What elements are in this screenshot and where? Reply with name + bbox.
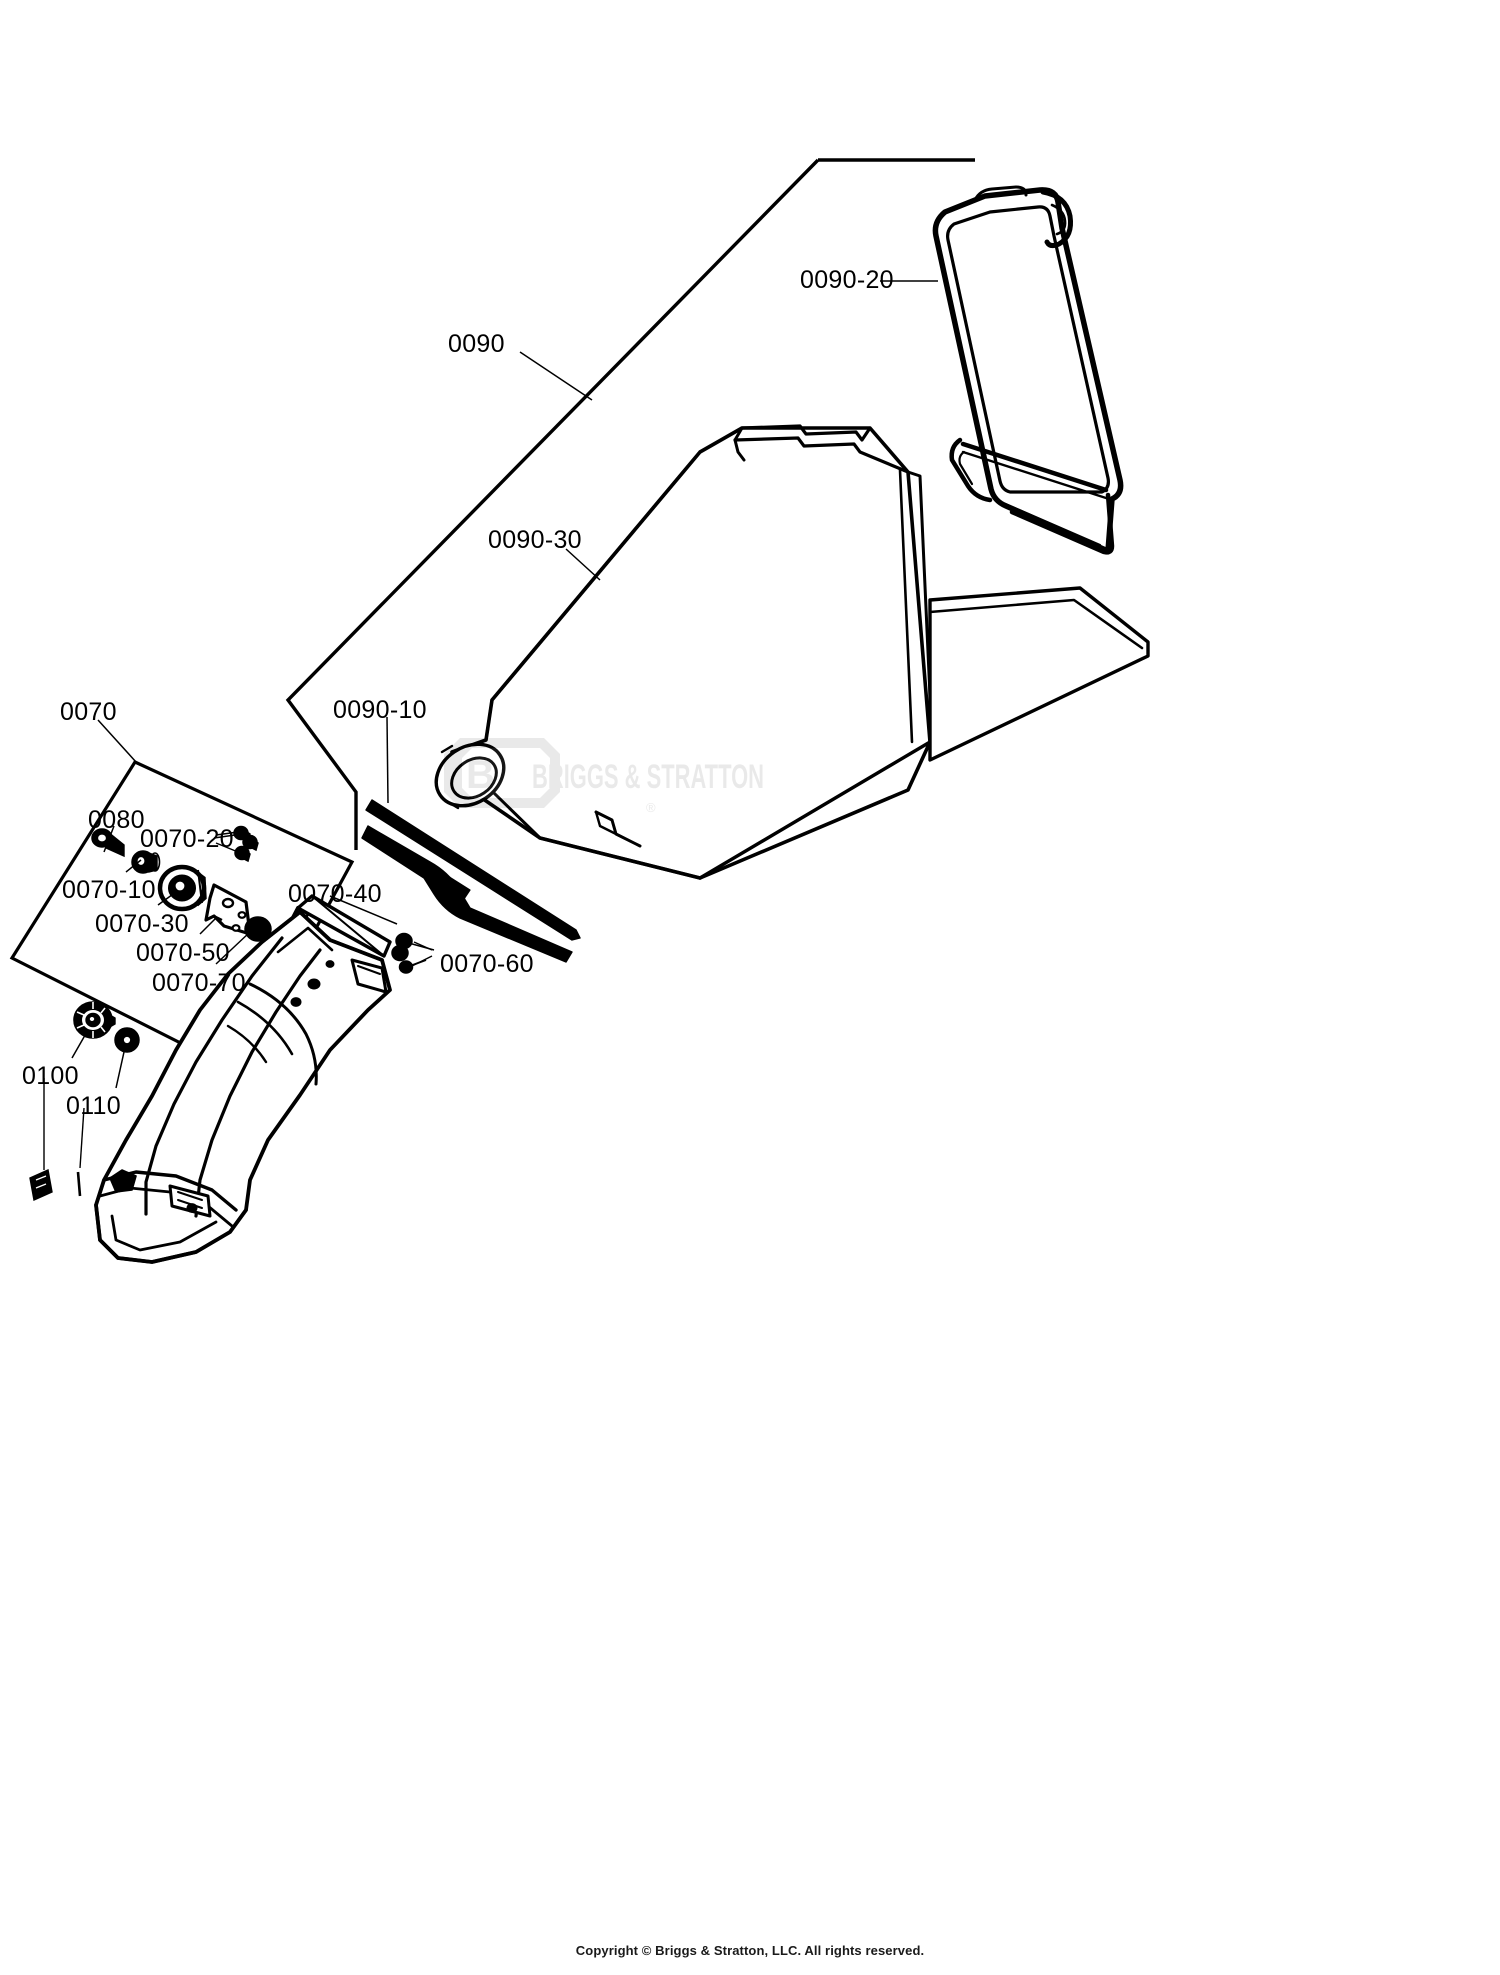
part-screws-0070-20 [215,825,259,863]
callout-label-0070-10: 0070-10 [62,876,156,904]
part-bushing-0070-30 [157,864,207,912]
group-outline-0090 [285,158,975,850]
leader-line-0070-10 [125,859,142,873]
callout-label-0090-30: 0090-30 [488,526,582,554]
callout-label-0070-50: 0070-50 [136,939,230,967]
leader-line-0100 [71,1029,89,1059]
leader-line-0070-20 [213,833,243,839]
callout-label-0070-70: 0070-70 [152,969,246,997]
leader-line-0070-70 [215,931,251,965]
part-catcher-frame [932,185,1124,555]
part-bracket-0070-50 [204,883,252,936]
callout-label-0090-20: 0090-20 [800,266,894,294]
part-fasteners-0070-60 [391,932,433,974]
part-knob-nut-0070-70 [244,916,272,942]
part-washer-0110 [114,1027,140,1053]
callout-label-0070-40: 0070-40 [288,880,382,908]
part-catcher-bag [434,424,1150,880]
leader-line-0090-10 [386,716,389,804]
callout-label-0070: 0070 [60,698,117,726]
part-clip-small [29,1168,82,1202]
callout-label-0070-20: 0070-20 [140,825,234,853]
part-spacer-0070-10 [131,850,161,874]
part-catcher-support-rod [361,799,581,963]
callout-label-0070-60: 0070-60 [440,950,534,978]
leader-line-0070-50 [199,917,217,935]
leader-line-0070-60 [404,941,435,951]
leader-line-0090 [519,351,593,401]
callout-label-0100: 0100 [22,1062,79,1090]
leader-line-0080 [103,825,115,853]
leader-line-0070-30 [157,891,177,906]
part-chute-body-0070 [94,910,392,1264]
leader-lines-lower-left [43,1078,85,1170]
callout-label-0080: 0080 [88,806,145,834]
leader-line-0110 [115,1051,125,1089]
callout-leader-lines [71,280,938,1089]
callout-label-0070-30: 0070-30 [95,910,189,938]
leader-line-0090-30 [565,548,601,581]
part-knob-0100 [73,1001,116,1039]
leader-line-0070-40 [329,895,398,925]
copyright-notice: Copyright © Briggs & Stratton, LLC. All … [575,1943,925,1958]
leader-line-0070 [97,719,137,763]
callout-label-0090: 0090 [448,330,505,358]
callout-label-0110: 0110 [66,1092,121,1120]
callout-label-0090-10: 0090-10 [333,696,427,724]
